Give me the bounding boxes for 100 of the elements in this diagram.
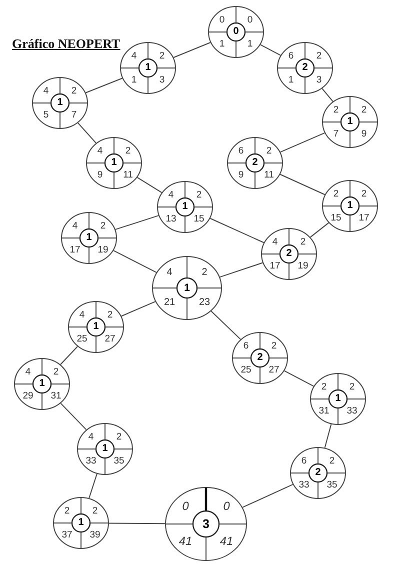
quadrant-number: 2 — [196, 190, 202, 200]
quadrant-number: 0 — [219, 15, 225, 25]
quadrant-number: 19 — [298, 262, 308, 272]
event-node — [322, 180, 378, 232]
quadrant-number: 6 — [288, 51, 294, 61]
quadrant-number: 2 — [92, 506, 98, 516]
quadrant-number: 3 — [316, 76, 322, 86]
event-node — [290, 447, 346, 499]
event-number: 3 — [202, 518, 210, 530]
quadrant-number: 29 — [22, 392, 34, 402]
event-number: 1 — [78, 518, 84, 528]
event-number: 0 — [233, 27, 239, 37]
connector-line — [322, 88, 334, 102]
quadrant-number: 1 — [219, 40, 225, 50]
connector-line — [85, 78, 123, 94]
quadrant-number: 17 — [270, 262, 280, 272]
connector-line — [136, 176, 162, 194]
event-number: 2 — [302, 63, 308, 73]
connector-line — [242, 484, 294, 508]
quadrant-number: 6 — [301, 456, 307, 466]
quadrant-number: 19 — [98, 246, 108, 256]
quadrant-number: 27 — [104, 334, 116, 344]
quadrant-number: 4 — [166, 268, 172, 278]
event-node — [86, 137, 142, 189]
quadrant-number: 31 — [50, 392, 62, 402]
connector-line — [310, 222, 330, 238]
quadrant-number: 33 — [298, 480, 310, 490]
event-node — [120, 42, 176, 94]
quadrant-number: 13 — [166, 214, 176, 224]
quadrant-number: 4 — [168, 190, 174, 200]
event-node — [157, 181, 213, 233]
quadrant-number: 17 — [70, 246, 80, 256]
quadrant-number: 1 — [131, 76, 137, 86]
quadrant-number: 2 — [53, 367, 59, 377]
quadrant-number: 9 — [97, 170, 103, 180]
quadrant-number: 0 — [182, 500, 189, 513]
quadrant-number: 2 — [349, 382, 355, 392]
event-number: 1 — [182, 202, 188, 212]
quadrant-number: 2 — [159, 51, 165, 61]
event-number: 1 — [347, 201, 353, 211]
event-node — [152, 256, 222, 320]
event-number: 1 — [335, 394, 341, 404]
event-node — [322, 96, 378, 148]
connector-line — [210, 218, 264, 244]
event-node — [14, 358, 70, 410]
quadrant-number: 41 — [220, 536, 234, 548]
event-number: 1 — [39, 379, 45, 389]
event-number: 1 — [145, 63, 151, 73]
quadrant-number: 4 — [88, 432, 94, 442]
quadrant-number: 15 — [330, 214, 342, 224]
quadrant-number: 37 — [62, 530, 72, 540]
connector-line — [260, 44, 282, 56]
event-number: 1 — [57, 98, 63, 108]
event-number: 2 — [315, 468, 321, 478]
quadrant-number: 6 — [243, 341, 249, 351]
diagram-title: Gráfico NEOPERT — [12, 37, 120, 52]
event-node — [261, 228, 317, 280]
event-node — [232, 332, 288, 384]
event-number: 2 — [252, 158, 258, 168]
quadrant-number: 4 — [43, 86, 49, 96]
quadrant-number: 4 — [25, 367, 31, 377]
quadrant-number: 2 — [125, 146, 131, 156]
event-node — [53, 497, 109, 549]
event-node — [77, 423, 133, 475]
event-number: 1 — [111, 158, 117, 168]
quadrant-number: 39 — [90, 530, 100, 540]
quadrant-number: 4 — [131, 51, 137, 61]
quadrant-number: 27 — [268, 366, 280, 376]
quadrant-number: 31 — [318, 406, 330, 416]
quadrant-number: 1 — [247, 40, 253, 50]
connector-line — [108, 522, 166, 524]
quadrant-number: 2 — [361, 105, 367, 115]
quadrant-number: 21 — [164, 298, 176, 308]
quadrant-number: 41 — [178, 536, 192, 548]
connector-line — [219, 262, 264, 278]
connector-line — [280, 174, 326, 196]
connector-line — [113, 250, 157, 273]
quadrant-number: 2 — [300, 237, 306, 247]
quadrant-number: 1 — [288, 76, 294, 86]
connector-line — [173, 42, 211, 58]
connector-line — [60, 346, 78, 365]
quadrant-number: 35 — [114, 456, 124, 466]
quadrant-number: 11 — [264, 170, 274, 180]
quadrant-number: 5 — [43, 110, 49, 120]
quadrant-number: 2 — [116, 432, 122, 442]
quadrant-number: 25 — [76, 334, 88, 344]
quadrant-number: 2 — [316, 51, 322, 61]
quadrant-number: 4 — [79, 310, 85, 320]
connector-line — [284, 370, 314, 387]
quadrant-number: 7 — [71, 110, 77, 120]
quadrant-number: 2 — [321, 382, 327, 392]
quadrant-number: 7 — [333, 130, 339, 140]
quadrant-number: 35 — [326, 480, 338, 490]
quadrant-number: 33 — [86, 456, 96, 466]
quadrant-number: 2 — [71, 86, 77, 96]
event-number: 1 — [347, 117, 353, 127]
quadrant-number: 2 — [100, 221, 106, 231]
connector-line — [280, 132, 326, 153]
quadrant-number: 25 — [240, 366, 252, 376]
quadrant-number: 3 — [159, 76, 165, 86]
